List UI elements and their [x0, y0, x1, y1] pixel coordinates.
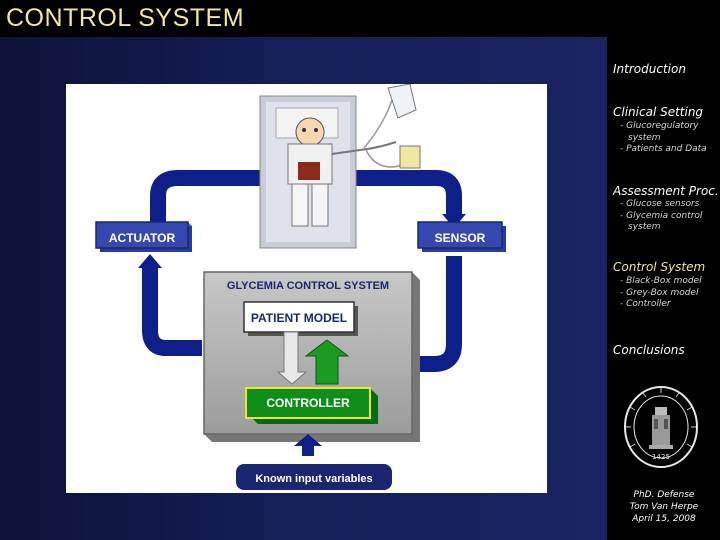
model-to-controller-arrow	[276, 331, 308, 385]
sidebar	[607, 37, 720, 540]
sidebar-item-introduction[interactable]: Introduction	[613, 62, 686, 76]
sub-item: - Black-Box model	[620, 276, 702, 286]
actuator-box: ACTUATOR	[95, 221, 192, 252]
sidebar-item-assessment[interactable]: Assessment Proc.	[613, 184, 719, 198]
sub-item: - Glycemia control	[620, 210, 703, 221]
sidebar-item-control-system[interactable]: Control System	[613, 260, 706, 274]
footer-event: PhD. Defense	[633, 490, 695, 500]
controller-label: CONTROLLER	[266, 396, 350, 410]
patient-model-box: PATIENT MODEL	[243, 301, 358, 336]
control-system-sublist: - Black-Box model - Grey-Box model - Con…	[620, 276, 702, 311]
sub-item: system	[628, 132, 661, 143]
feedback-loop-top-right-arrow	[346, 170, 462, 216]
seal-year: 1425	[652, 453, 670, 461]
sub-item: - Glucose sensors	[620, 199, 700, 209]
sub-item: - Patients and Data	[620, 144, 707, 154]
input-up-arrow	[294, 434, 322, 456]
feedback-loop-right-arrow	[418, 256, 462, 372]
arrowhead-icon	[442, 214, 466, 228]
footer-date: April 15, 2008	[632, 514, 696, 524]
patient-bed-illustration	[259, 84, 421, 249]
title-bar: CONTROL SYSTEM	[0, 0, 720, 37]
clinical-setting-sublist: - Glucoregulatory system - Patients and …	[620, 121, 707, 156]
known-input-variables-box: Known input variables	[236, 464, 392, 490]
sub-item: - Grey-Box model	[620, 287, 699, 298]
sub-item: system	[628, 222, 661, 232]
slide-title: CONTROL SYSTEM	[6, 4, 245, 32]
patient-model-label: PATIENT MODEL	[251, 311, 347, 325]
glycemia-control-diagram: ACTUATOR SENSOR GLYCEMIA CONTROL SYSTEM …	[66, 84, 547, 493]
presentation-footer: PhD. Defense Tom Van Herpe April 15, 200…	[610, 489, 718, 525]
footer-author: Tom Van Herpe	[629, 502, 699, 512]
known-input-label: Known input variables	[255, 473, 372, 485]
sidebar-item-conclusions[interactable]: Conclusions	[613, 343, 685, 357]
university-seal-icon: 1425	[624, 386, 698, 468]
sub-item: - Glucoregulatory	[620, 121, 699, 131]
sub-item: - Controller	[620, 299, 671, 309]
sensor-box: SENSOR	[417, 221, 506, 252]
controller-to-model-arrow	[304, 339, 350, 385]
feedback-loop-bottom-left-arrow	[142, 266, 202, 356]
controller-box: CONTROLLER	[245, 387, 378, 424]
arrowhead-icon	[138, 254, 162, 268]
sidebar-item-clinical-setting[interactable]: Clinical Setting	[613, 105, 704, 119]
assessment-sublist: - Glucose sensors - Glycemia control sys…	[620, 199, 702, 234]
system-title-label: GLYCEMIA CONTROL SYSTEM	[227, 280, 389, 292]
sensor-label: SENSOR	[435, 231, 486, 245]
feedback-loop-top-left-arrow	[150, 170, 264, 222]
actuator-label: ACTUATOR	[109, 231, 176, 245]
